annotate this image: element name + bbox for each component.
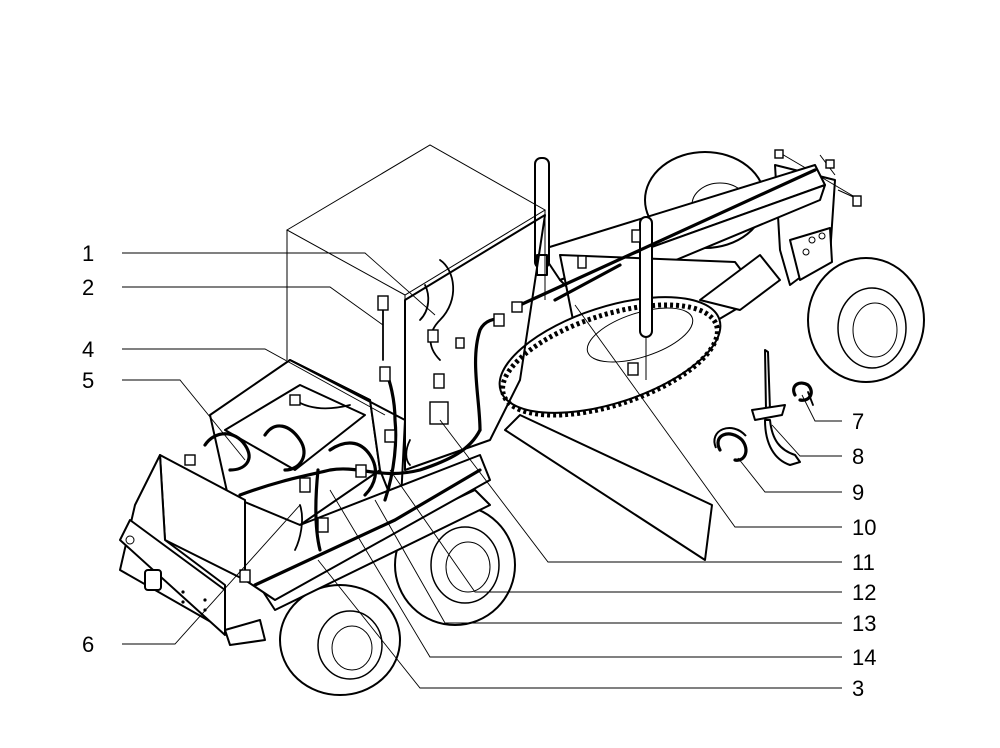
callout-14: 14 (852, 645, 876, 670)
callout-12: 12 (852, 580, 876, 605)
callout-11: 11 (852, 550, 875, 575)
callout-9: 9 (852, 480, 864, 505)
leader-lines (122, 252, 842, 689)
callout-3: 3 (852, 676, 864, 701)
callout-labels: 1 2 3 4 5 6 7 8 9 10 11 12 13 14 (82, 241, 876, 701)
callout-8: 8 (852, 444, 864, 469)
rear-grille (119, 454, 266, 646)
front-wheel-right (807, 257, 925, 383)
callout-7: 7 (852, 409, 864, 434)
blade-circle (498, 296, 722, 418)
cab-outline (285, 144, 546, 471)
harness-connectors (184, 149, 862, 583)
callout-5: 5 (82, 368, 94, 393)
engine-housing (209, 359, 406, 526)
callout-6: 6 (82, 632, 94, 657)
callout-13: 13 (852, 611, 876, 636)
main-wiring-harness (203, 168, 817, 587)
rear-wheel-outer (279, 584, 401, 696)
callout-1: 1 (82, 241, 94, 266)
moldboard-blade (504, 414, 713, 561)
callout-10: 10 (852, 515, 876, 540)
part-cable-tie-8 (751, 349, 801, 466)
part-clip-7 (792, 381, 814, 406)
part-clamp-9 (713, 427, 748, 462)
callout-2: 2 (82, 275, 94, 300)
callout-4: 4 (82, 337, 94, 362)
